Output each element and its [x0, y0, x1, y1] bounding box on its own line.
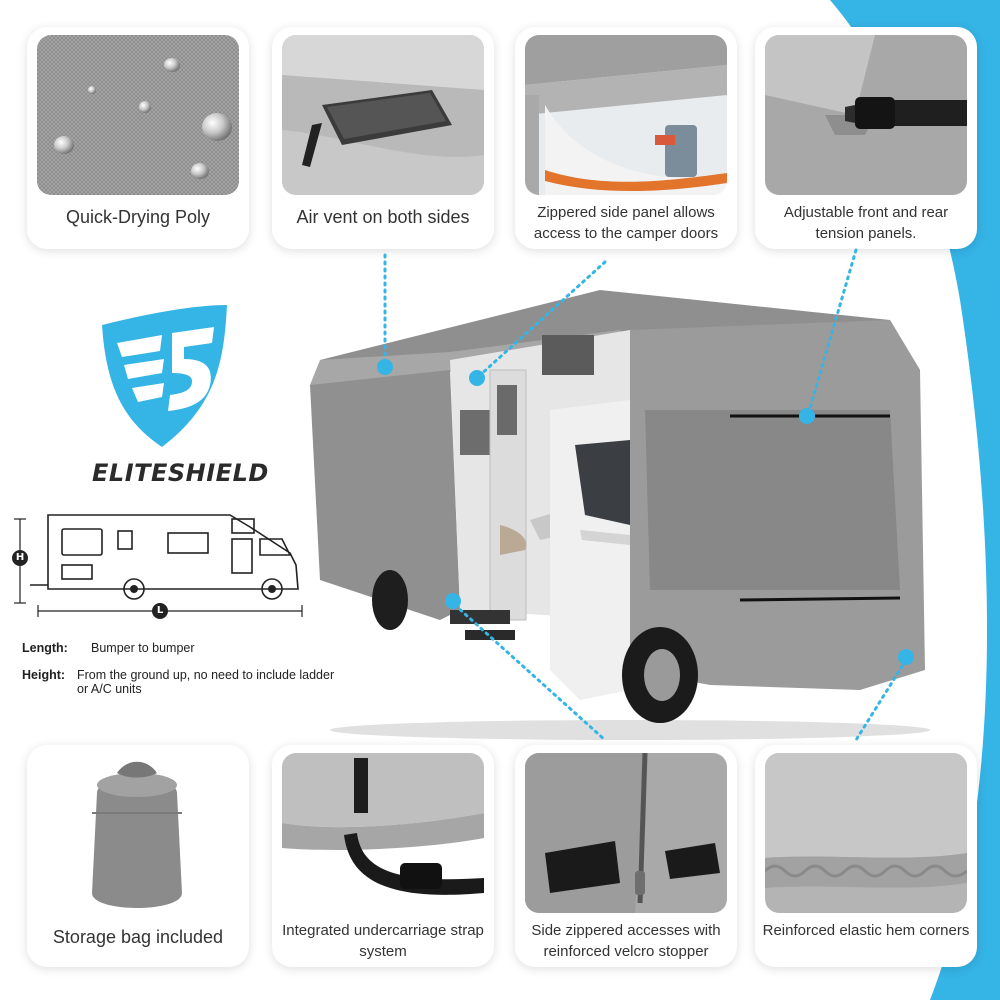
feature-card-side-zipper: Side zippered accesses with reinforced v…: [515, 745, 737, 967]
feature-caption: Quick-Drying Poly: [65, 207, 211, 227]
feature-caption: Integrated undercarriage strap system: [282, 922, 484, 960]
feature-card-undercarriage-strap: Integrated undercarriage strap system: [272, 745, 494, 967]
fabric-droplets-image: [37, 35, 239, 195]
side-zipper-image: [525, 753, 727, 913]
length-marker: L: [152, 603, 168, 619]
feature-card-storage-bag: Storage bag included: [27, 745, 249, 967]
height-label: Height:: [22, 668, 66, 682]
covered-rv-image: [310, 290, 930, 740]
feature-card-quick-drying: Quick-Drying Poly: [27, 27, 249, 249]
feature-card-zippered-panel: Zippered side panel allows access to the…: [515, 27, 737, 249]
brand-name: ELITESHIELD: [92, 459, 269, 487]
storage-bag-image: [37, 753, 239, 913]
zippered-panel-image: [525, 35, 727, 195]
length-label: Length:: [22, 641, 68, 655]
feature-caption: Storage bag included: [52, 927, 224, 947]
buckle-strap-image: [765, 35, 967, 195]
height-marker: H: [12, 550, 28, 566]
feature-card-elastic-hem: Reinforced elastic hem corners: [755, 745, 977, 967]
feature-caption: Air vent on both sides: [296, 207, 470, 227]
length-value: Bumper to bumper: [91, 641, 195, 655]
feature-caption: Side zippered accesses with reinforced v…: [531, 922, 721, 960]
feature-caption: Zippered side panel allows access to the…: [533, 204, 719, 242]
elastic-hem-image: [765, 753, 967, 913]
rv-dimension-diagram: [14, 514, 303, 617]
feature-caption: Adjustable front and rear tension panels…: [783, 204, 949, 242]
feature-caption: Reinforced elastic hem corners: [762, 922, 970, 939]
air-vent-image: [282, 35, 484, 195]
feature-card-tension-panels: Adjustable front and rear tension panels…: [755, 27, 977, 249]
height-value: From the ground up, no need to include l…: [77, 668, 335, 696]
eliteshield-logo-icon: [102, 305, 227, 447]
undercarriage-strap-image: [282, 753, 484, 913]
feature-card-air-vent: Air vent on both sides: [272, 27, 494, 249]
